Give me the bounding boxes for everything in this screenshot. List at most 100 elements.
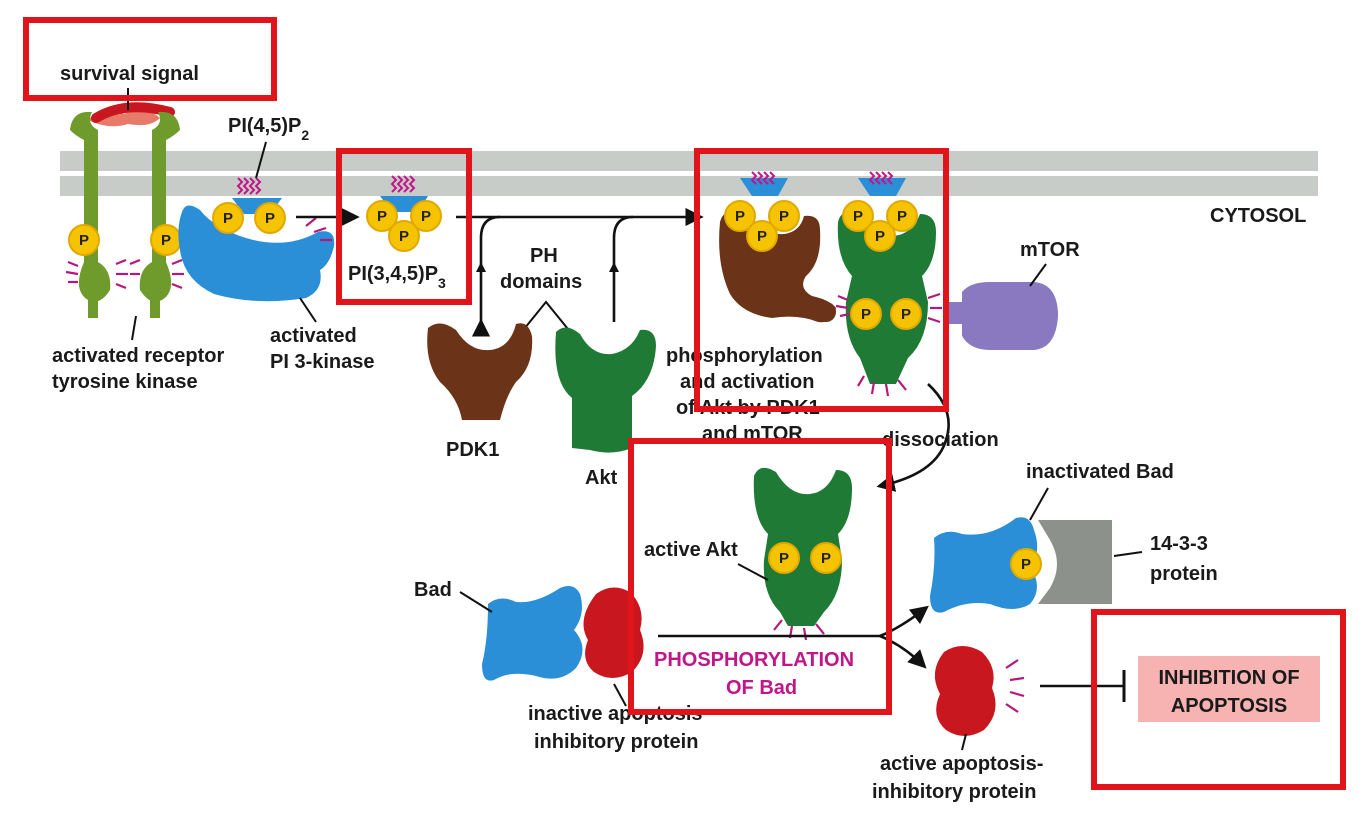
pdk1-arrowhead (476, 262, 486, 272)
pi345p3-phosphate-2: P (410, 200, 442, 232)
svg-text:P: P (779, 550, 789, 567)
inactivated-bad-leader (1029, 487, 1049, 521)
bad-label: Bad (414, 579, 452, 601)
svg-text:P: P (223, 210, 233, 227)
dissociation-label: dissociation (882, 429, 999, 451)
active-akt-phosphate-1: P (768, 542, 800, 574)
pdk1-protein (427, 323, 533, 420)
survival-signal-ligand (88, 102, 175, 127)
akt-protein (555, 327, 656, 453)
svg-text:P: P (853, 208, 863, 225)
receptor-phosphate-tick-marks (65, 258, 184, 290)
inactivated-bad-phosphate: P (1010, 548, 1042, 580)
active-inhibitor-label-line2: inhibitory protein (872, 781, 1036, 803)
svg-text:P: P (875, 228, 885, 245)
svg-text:P: P (377, 208, 387, 225)
highlight-akt-activation (694, 148, 949, 412)
pi345p3-label: PI(3,4,5)P3 (348, 263, 446, 291)
akt-complex-phosphate-5: P (890, 298, 922, 330)
plasma-membrane (60, 151, 1318, 196)
inhibitor-release-arrow (879, 634, 927, 669)
inactive-apoptosis-inhibitor (583, 587, 644, 678)
active-akt-leader (737, 563, 769, 581)
akt-complex-phosphate-4: P (850, 298, 882, 330)
svg-text:P: P (779, 208, 789, 225)
pi345p3-phosphate-1: P (366, 200, 398, 232)
survival-signal-label: survival signal (60, 63, 199, 85)
svg-text:P: P (735, 208, 745, 225)
highlight-survival-signal (23, 17, 277, 101)
phosphorylation-of-bad-label-line2: OF Bad (726, 677, 797, 699)
inhibition-of-apoptosis-line1: INHIBITION OF (1158, 667, 1299, 689)
protein-14-3-3-leader (1113, 551, 1143, 557)
pdk1-recruitment-arrow (471, 215, 501, 337)
pi45p2-leader (255, 141, 267, 179)
pi45p2-label: PI(4,5)P2 (228, 115, 309, 143)
receptor-tyrosine-kinase (70, 111, 180, 318)
ph-domains-label-line2: domains (500, 271, 582, 293)
mtor-protein (944, 282, 1058, 350)
pi45p2-phosphate-2: P (254, 202, 286, 234)
receptor-phosphate-2: P (150, 224, 182, 256)
pdk1-label: PDK1 (446, 439, 499, 461)
active-apoptosis-inhibitor (934, 646, 1025, 736)
svg-text:P: P (897, 208, 907, 225)
akt-membrane-complex (835, 171, 942, 397)
svg-text:P: P (901, 306, 911, 323)
pi3k-tick-marks (305, 217, 332, 242)
mtor-leader (1029, 263, 1047, 287)
pi3k-label-leader (299, 297, 317, 323)
inhibition-of-apoptosis-box (1138, 656, 1320, 722)
pdk1-complex-phosphate-2: P (768, 200, 800, 232)
bad-to-inactivated-arrow (879, 605, 929, 638)
dissociation-arrow (876, 383, 950, 492)
active-inhibitor-leader (961, 733, 967, 751)
pi45p2-phosphate-1: P (212, 202, 244, 234)
phosphorylation-label-line2: and activation (680, 371, 814, 393)
active-akt-phosphate-2: P (810, 542, 842, 574)
svg-text:P: P (1021, 556, 1031, 573)
cytosol-label: CYTOSOL (1210, 205, 1306, 227)
inactive-inhibitor-label-line2: inhibitory protein (534, 731, 698, 753)
ph-domains-label-line1: PH (530, 245, 558, 267)
akt-arrowhead (609, 262, 619, 272)
akt-complex-phosphate-1: P (842, 200, 874, 232)
highlight-pip3 (336, 148, 472, 305)
svg-text:P: P (861, 306, 871, 323)
pdk1-complex-phosphate-1: P (724, 200, 756, 232)
active-akt-label: active Akt (644, 539, 738, 561)
pi345p3-phosphate-3: P (388, 220, 420, 252)
activated-pi3k-label-line1: activated (270, 325, 357, 347)
protein-14-3-3-label-line2: protein (1150, 563, 1218, 585)
akt-label: Akt (585, 467, 618, 489)
svg-text:P: P (821, 550, 831, 567)
activated-pi3k-label-line2: PI 3-kinase (270, 351, 375, 373)
bad-leader (459, 591, 493, 613)
inactivated-bad-protein (930, 517, 1038, 613)
inactive-inhibitor-label-line1: inactive apoptosis (528, 703, 703, 725)
receptor-phosphate-1: P (68, 224, 100, 256)
svg-text:P: P (421, 208, 431, 225)
svg-text:P: P (399, 228, 409, 245)
akt-complex-phosphate-2: P (886, 200, 918, 232)
svg-text:P: P (161, 232, 171, 249)
svg-text:P: P (757, 228, 767, 245)
inactivated-bad-label: inactivated Bad (1026, 461, 1174, 483)
protein-14-3-3-label-line1: 14-3-3 (1150, 533, 1208, 555)
akt-complex-phosphate-3: P (864, 220, 896, 252)
inhibition-of-apoptosis-line2: APOPTOSIS (1171, 695, 1287, 717)
active-inhibitor-label-line1: active apoptosis- (880, 753, 1043, 775)
inactive-inhibitor-leader (613, 683, 627, 707)
svg-text:P: P (79, 232, 89, 249)
activated-receptor-label-line1: activated receptor (52, 345, 225, 367)
phosphorylation-label-line1: phosphorylation (666, 345, 823, 367)
activated-receptor-label-line2: tyrosine kinase (52, 371, 198, 393)
ph-domains-leader (519, 300, 573, 335)
highlight-inhibition-of-apoptosis (1091, 609, 1346, 790)
pdk1-complex-phosphate-3: P (746, 220, 778, 252)
bad-protein (482, 586, 583, 681)
highlight-bad-phosphorylation (628, 438, 892, 715)
active-akt-protein (753, 467, 852, 641)
phosphorylation-of-bad-label-line1: PHOSPHORYLATION (654, 649, 854, 671)
